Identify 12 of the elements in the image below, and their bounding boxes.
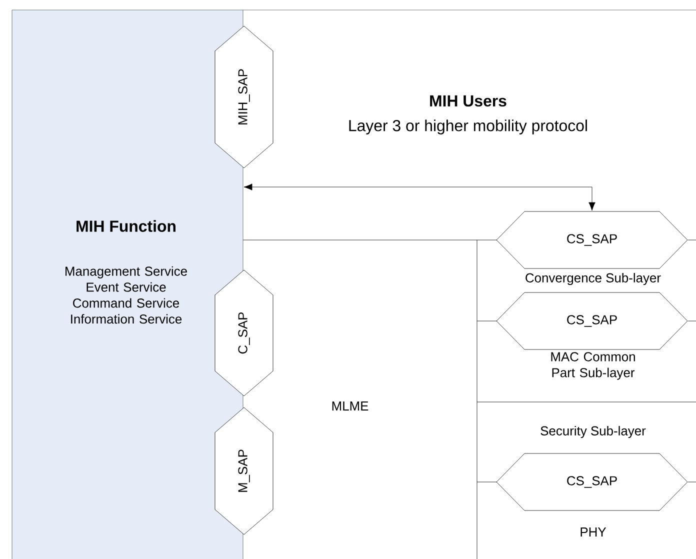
sap-hexagon: CS_SAP [496,211,688,269]
sap-hexagon: MIH_SAP [214,26,274,168]
arrow [244,184,596,211]
users-layer: MIH Users Layer 3 or higher mobility protocol [349,95,587,134]
sap-hexagon: C_SAP [214,270,274,396]
sap-hexagon: CS_SAP [496,453,688,511]
layer-label: PHY [580,528,606,536]
sap-hexagon: M_SAP [214,407,274,535]
sap-hexagon: CS_SAP [496,292,688,350]
layer-label: Security Sub-layer [540,426,646,438]
layer-label: Convergence Sub-layer [526,272,661,286]
mlme-layer: MLME [332,402,368,410]
